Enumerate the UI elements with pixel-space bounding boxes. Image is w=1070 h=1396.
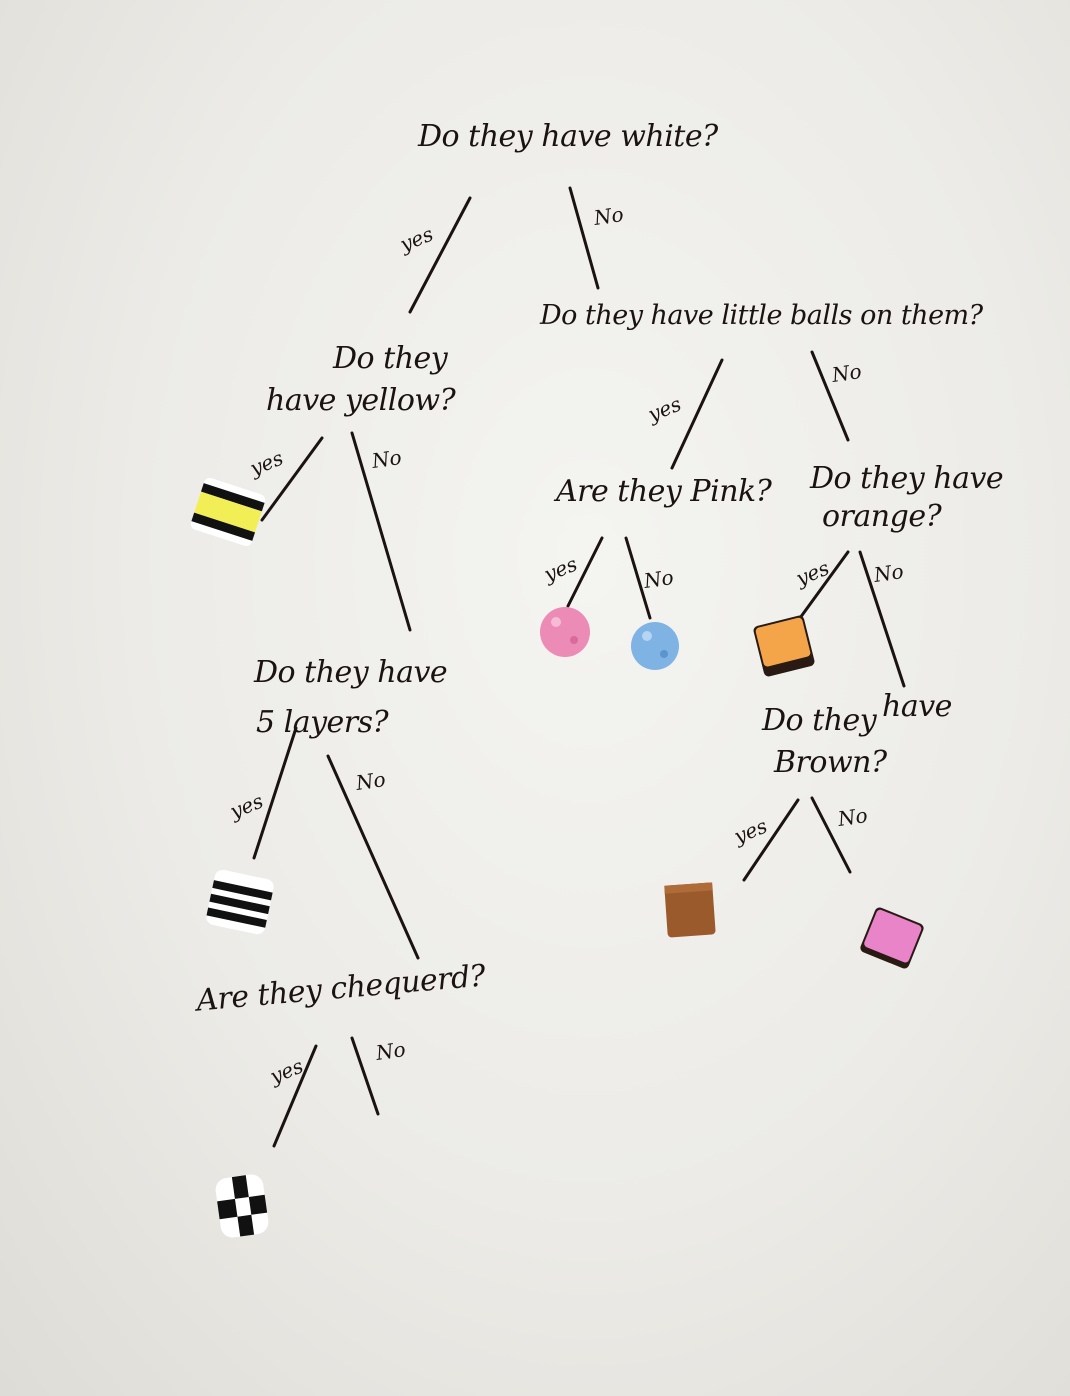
branch-no-label: No (370, 445, 404, 473)
branch-line (742, 798, 800, 882)
branch-no-label: No (830, 359, 864, 387)
branch-line (252, 726, 298, 860)
branch-no-label: No (642, 565, 676, 593)
branch-line (260, 436, 324, 522)
question-white: Do they have white? (418, 119, 718, 154)
branch-no-label: No (872, 559, 906, 587)
pink-ball-sweet (540, 607, 590, 657)
orange-square-sweet (753, 615, 815, 677)
branch-no-label: No (354, 767, 388, 795)
question-orange-line1: Do they have (810, 461, 1004, 496)
question-yellow-line1: Do they (333, 341, 448, 376)
question-layers-line2: 5 layers? (256, 705, 389, 740)
branch-no-label: No (836, 803, 870, 831)
question-orange-line2: orange? (822, 499, 942, 534)
question-brown-extra: have (882, 689, 952, 724)
branch-line (624, 536, 652, 620)
blue-ball-sweet (631, 622, 679, 670)
question-yellow-line2: have yellow? (266, 383, 456, 418)
chequered-sweet (215, 1174, 269, 1238)
question-brown-line2: Brown? (774, 745, 887, 780)
branch-no-label: No (374, 1037, 408, 1065)
branch-line (568, 186, 600, 290)
question-little-balls: Do they have little balls on them? (540, 300, 983, 331)
pink-square-sweet (860, 907, 924, 969)
branch-line (798, 550, 850, 620)
question-layers-line1: Do they have (254, 655, 448, 690)
branch-line (810, 796, 852, 874)
branch-line (670, 358, 724, 470)
branch-line (326, 754, 420, 960)
branch-line (350, 431, 412, 632)
question-pink: Are they Pink? (556, 474, 772, 509)
branch-line (810, 350, 850, 442)
branch-line (858, 550, 906, 688)
question-brown-line1: Do they (762, 703, 877, 738)
branch-line (272, 1044, 318, 1148)
branch-line (408, 196, 472, 314)
branch-line (566, 536, 604, 608)
brown-square-sweet (664, 882, 716, 938)
black-white-layered-sweet (206, 869, 274, 935)
branch-line (350, 1036, 380, 1116)
yellow-layered-sweet (190, 477, 266, 547)
branch-no-label: No (592, 202, 626, 230)
